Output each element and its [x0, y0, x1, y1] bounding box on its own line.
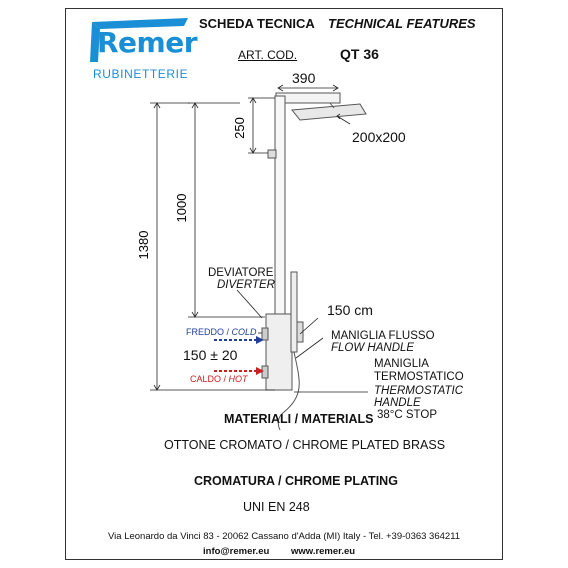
- cold-label: FREDDO / COLD: [186, 327, 257, 337]
- flow-handle-label-it: MANIGLIA FLUSSO: [331, 330, 435, 342]
- footer-address: Via Leonardo da Vinci 83 - 20062 Cassano…: [108, 531, 461, 542]
- dim-1000-label: 1000: [174, 194, 189, 223]
- hose-length-label: 150 cm: [327, 302, 373, 318]
- diverter-label-it: DEVIATORE: [208, 267, 274, 279]
- logo-wordmark: Remer: [97, 26, 198, 59]
- dim-1380-label: 1380: [136, 231, 151, 260]
- hot-inlet-arrow: [214, 367, 264, 375]
- title-italian: SCHEDA TECNICA: [199, 16, 315, 31]
- hot-label: CALDO / HOT: [190, 374, 248, 384]
- art-code-value: QT 36: [340, 46, 379, 62]
- stop-temperature-label: 38°C STOP: [377, 409, 437, 421]
- materials-heading: MATERIALI / MATERIALS: [224, 412, 374, 426]
- logo-subtitle: RUBINETTERIE: [93, 67, 189, 81]
- dim-250-label: 250: [232, 117, 247, 139]
- materials-value: OTTONE CROMATO / CHROME PLATED BRASS: [164, 438, 446, 452]
- thermostatic-label-it-2: TERMOSTATICO: [374, 371, 464, 383]
- cold-inlet-arrow: [214, 336, 264, 344]
- diverter-label-en: DIVERTER: [217, 279, 275, 291]
- title-english: TECHNICAL FEATURES: [328, 16, 476, 31]
- head-size-label: 200x200: [352, 129, 406, 145]
- art-code-label: ART. COD.: [238, 48, 298, 62]
- footer-email-link[interactable]: info@remer.eu: [203, 546, 270, 557]
- flow-handle-label-en: FLOW HANDLE: [331, 342, 415, 354]
- dim-390-label: 390: [292, 70, 316, 86]
- footer-web-link[interactable]: www.remer.eu: [291, 546, 356, 557]
- thermostatic-label-it-1: MANIGLIA: [374, 358, 429, 370]
- plating-value: UNI EN 248: [243, 500, 310, 514]
- thermostatic-label-en-1: THERMOSTATIC: [374, 385, 464, 397]
- thermostatic-label-en-2: HANDLE: [374, 397, 421, 409]
- inlet-distance-label: 150 ± 20: [183, 347, 238, 363]
- plating-heading: CROMATURA / CHROME PLATING: [194, 474, 398, 488]
